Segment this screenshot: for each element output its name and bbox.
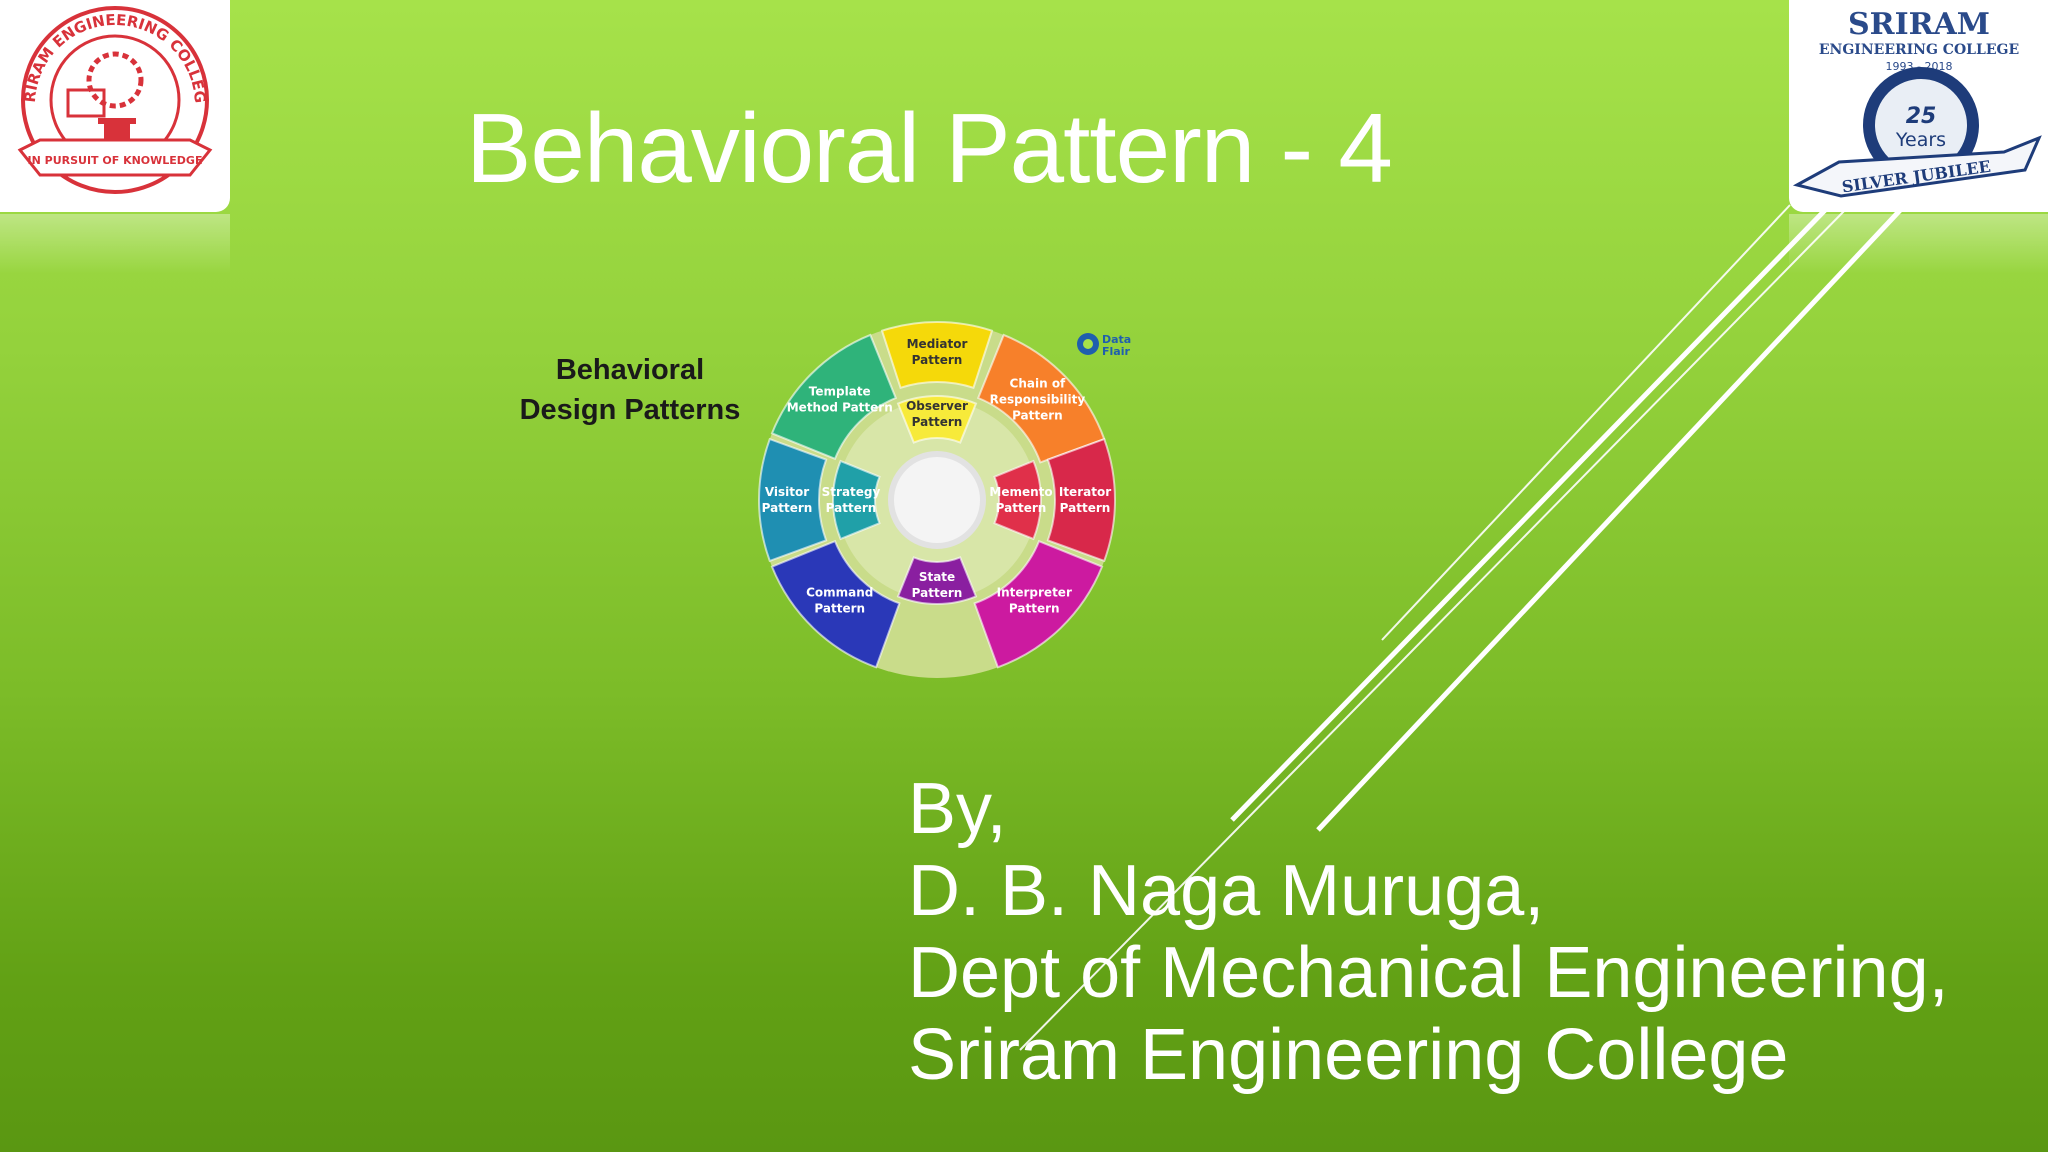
diagram-heading-line-1: Behavioral — [555, 354, 705, 386]
emblem-name: SRIRAM — [1848, 7, 1990, 42]
wheel-center — [888, 451, 986, 549]
byline-author: D. B. Naga Muruga, — [908, 851, 1545, 931]
author-byline: By, D. B. Naga Muruga, Dept of Mechanica… — [908, 768, 1949, 1096]
pattern-segment — [770, 333, 898, 461]
pattern-segment — [770, 539, 901, 669]
byline-college: Sriram Engineering College — [908, 1015, 1789, 1095]
college-seal-icon: SRIRAM ENGINEERING COLLEGE IN PURSUIT OF… — [0, 0, 213, 194]
emblem-sub: ENGINEERING COLLEGE — [1819, 42, 2019, 58]
slide-title: Behavioral Pattern - 4 — [466, 93, 1393, 203]
logo-left-reflection — [0, 214, 230, 274]
pattern-segment — [1046, 437, 1116, 563]
emblem-number: 25 — [1906, 104, 1937, 129]
pattern-segment — [880, 321, 994, 390]
emblem-years-label: Years — [1895, 129, 1946, 151]
diagram-heading-line-2: Design Patterns — [519, 394, 741, 426]
pattern-segment — [993, 459, 1042, 541]
pattern-segment — [973, 539, 1104, 669]
diagram-heading: Behavioral Design Patterns — [500, 350, 760, 430]
pattern-segment — [832, 459, 881, 541]
logo-right-reflection — [1789, 214, 2048, 274]
byline-line-1: By, — [908, 769, 1007, 849]
college-logo-right: SRIRAM ENGINEERING COLLEGE 1993 - 2018 2… — [1789, 0, 2048, 212]
silver-jubilee-emblem-icon: SRIRAM ENGINEERING COLLEGE 1993 - 2018 2… — [1792, 7, 2042, 198]
byline-department: Dept of Mechanical Engineering, — [908, 933, 1949, 1013]
seal-motto: IN PURSUIT OF KNOWLEDGE — [28, 154, 203, 167]
pattern-segment — [896, 395, 978, 444]
college-logo-left: SRIRAM ENGINEERING COLLEGE IN PURSUIT OF… — [0, 0, 230, 212]
pattern-segment — [896, 556, 978, 605]
pattern-segment — [758, 437, 828, 563]
